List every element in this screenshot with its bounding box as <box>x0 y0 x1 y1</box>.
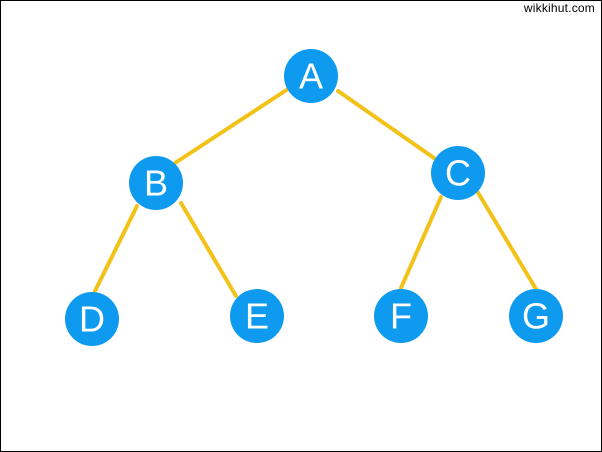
node-d-circle <box>65 292 119 346</box>
node-g: G <box>509 289 563 343</box>
edge-b-e <box>179 201 238 298</box>
edge-c-f <box>399 195 443 290</box>
tree-nodes: A B C D E F G <box>65 49 563 346</box>
node-a: A <box>284 49 338 103</box>
node-b-label: B <box>144 163 168 204</box>
node-c-label: C <box>445 153 471 194</box>
edge-a-c <box>336 89 436 160</box>
node-g-circle <box>509 289 563 343</box>
node-d: D <box>65 292 119 346</box>
node-e-circle <box>230 289 284 343</box>
node-f: F <box>374 289 428 343</box>
node-f-circle <box>374 289 428 343</box>
edge-c-g <box>475 189 538 291</box>
node-e-label: E <box>245 296 269 337</box>
node-a-label: A <box>299 56 323 97</box>
watermark-text: wikkihut.com <box>523 1 595 15</box>
node-c: C <box>431 146 485 200</box>
node-e: E <box>230 289 284 343</box>
node-g-label: G <box>522 296 550 337</box>
node-b: B <box>129 156 183 210</box>
edge-b-d <box>93 204 139 293</box>
node-f-label: F <box>390 296 412 337</box>
node-c-circle <box>431 146 485 200</box>
node-d-label: D <box>79 299 105 340</box>
edge-a-b <box>173 87 290 165</box>
node-b-circle <box>129 156 183 210</box>
tree-edges <box>93 87 538 298</box>
node-a-circle <box>284 49 338 103</box>
